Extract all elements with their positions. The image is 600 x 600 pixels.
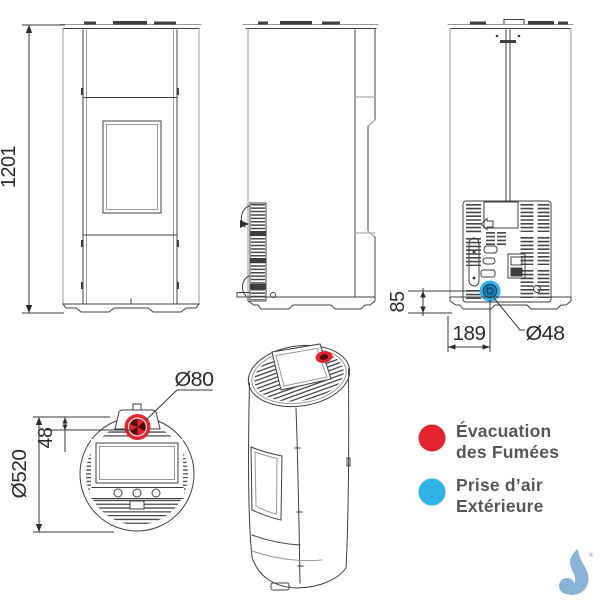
rear-connectors <box>480 217 541 293</box>
legend-flue-line2: des Fumées <box>456 442 559 462</box>
legend: Évacuation des Fumées Prise d’air Extéri… <box>418 420 559 516</box>
dim-flue-diameter: Ø80 <box>175 369 214 391</box>
dim-overall-height: 1201 <box>0 146 20 188</box>
legend-flue-dot <box>418 424 446 452</box>
flue-outlet-marker-top <box>124 414 151 440</box>
side-view <box>236 21 379 310</box>
perspective-door-window <box>250 446 283 521</box>
dim-air-intake-diameter: Ø48 <box>526 323 565 345</box>
flue-outlet-marker-perspective <box>315 351 333 363</box>
brand-logo: ® <box>559 549 594 596</box>
logo-registered-mark: ® <box>589 552 594 559</box>
side-grille <box>249 202 267 302</box>
perspective-view <box>247 343 351 591</box>
dim-rear-outlet-offset: 189 <box>453 323 486 345</box>
legend-air-dot <box>418 478 446 506</box>
logo-dot <box>559 578 575 594</box>
legend-air-line1: Prise d’air <box>456 475 543 495</box>
rear-flue-pipe <box>495 29 521 203</box>
rear-view: 85 189 Ø48 <box>387 19 574 352</box>
dim-body-diameter: Ø520 <box>9 449 31 498</box>
legend-air-line2: Extérieure <box>456 496 544 516</box>
legend-flue-line1: Évacuation <box>456 420 551 441</box>
air-intake-marker <box>479 280 501 302</box>
dim-rear-outlet-height: 85 <box>387 291 409 312</box>
logo-flame <box>565 549 589 596</box>
rear-vent-slats <box>466 204 550 299</box>
front-view: 1201 <box>0 21 202 314</box>
front-door-window <box>102 120 162 214</box>
top-view: Ø520 48 Ø80 <box>9 369 214 533</box>
dim-flue-center-offset: 48 <box>35 427 57 448</box>
rear-panel <box>462 200 552 303</box>
